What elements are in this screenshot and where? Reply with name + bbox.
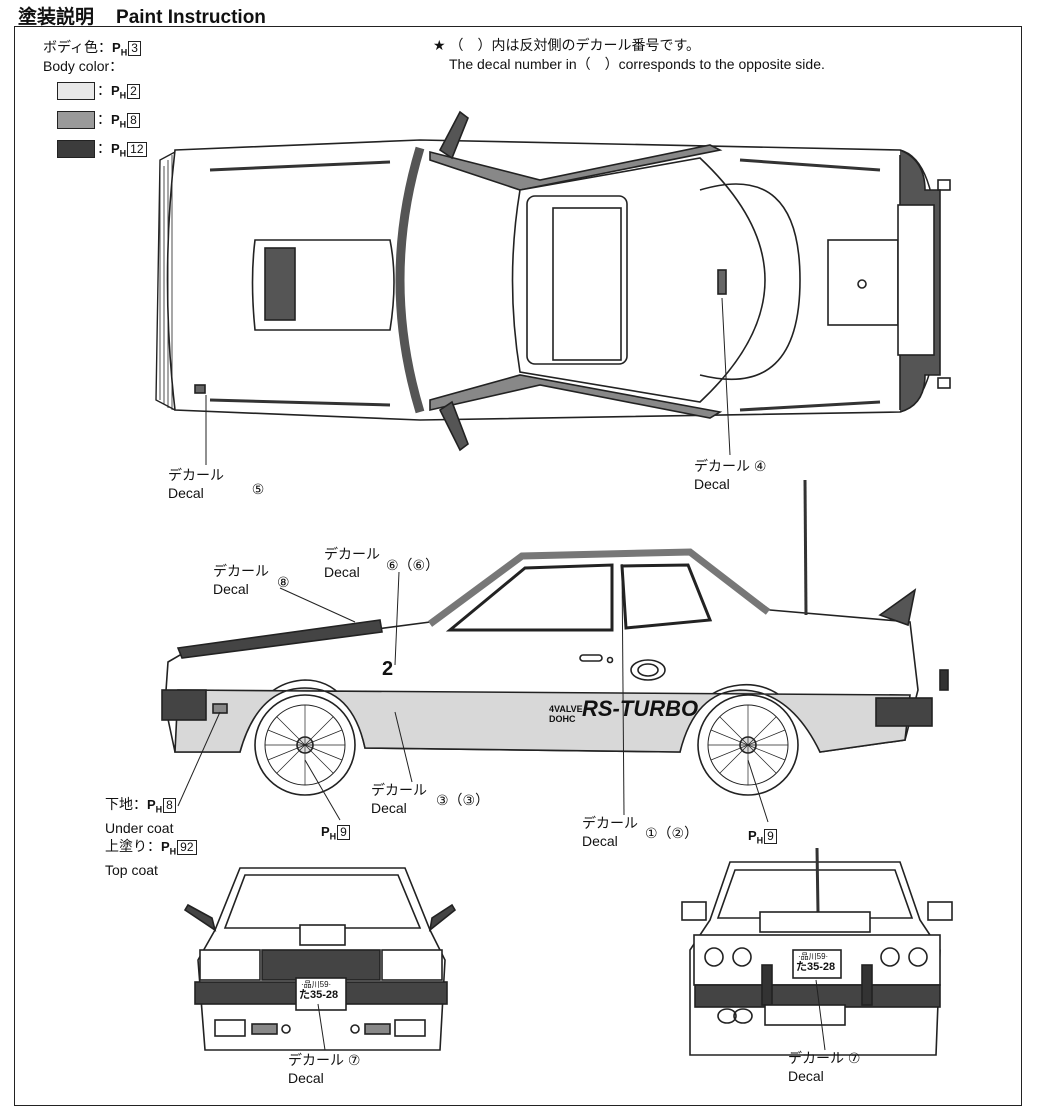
code-box: 3 (128, 41, 141, 56)
rear-view-car (681, 847, 953, 1056)
page-header: 塗装説明 Paint Instruction (18, 2, 266, 29)
callout-side-6-num: ⑥（⑥） (386, 557, 440, 573)
car-brand-big: RS-TURBO (582, 696, 699, 721)
car-drawings (155, 110, 953, 1056)
callout-side-8-num: ⑧ (277, 574, 290, 590)
title-en: Paint Instruction (116, 7, 266, 28)
rear-plate-number: た35-28 (796, 961, 836, 973)
front-view-car (183, 867, 457, 1051)
car-brand-small: 4VALVE DOHC (549, 704, 583, 724)
note-en: The decal number in（ ）corresponds to the… (449, 56, 825, 72)
ph-code: PH (112, 40, 128, 58)
callout-side-3-num: ③（③） (436, 792, 490, 808)
title-jp: 塗装説明 (18, 6, 95, 28)
swatch-dark (57, 140, 95, 158)
top-view-car (155, 110, 951, 452)
rear-plate-top: ·品川59· (798, 952, 829, 961)
note-jp: ★ （ ）内は反対側のデカール番号です。 (433, 37, 701, 53)
front-plate-top: ·品川59· (301, 980, 332, 989)
car-number: 2 (382, 658, 394, 680)
body-color-en: Body color： (43, 58, 124, 74)
swatch-medium (57, 111, 95, 129)
callout-side-1-num: ①（②） (645, 825, 699, 841)
side-view-car (161, 479, 949, 796)
front-plate-number: た35-28 (299, 989, 339, 1001)
swatch-light (57, 82, 95, 100)
